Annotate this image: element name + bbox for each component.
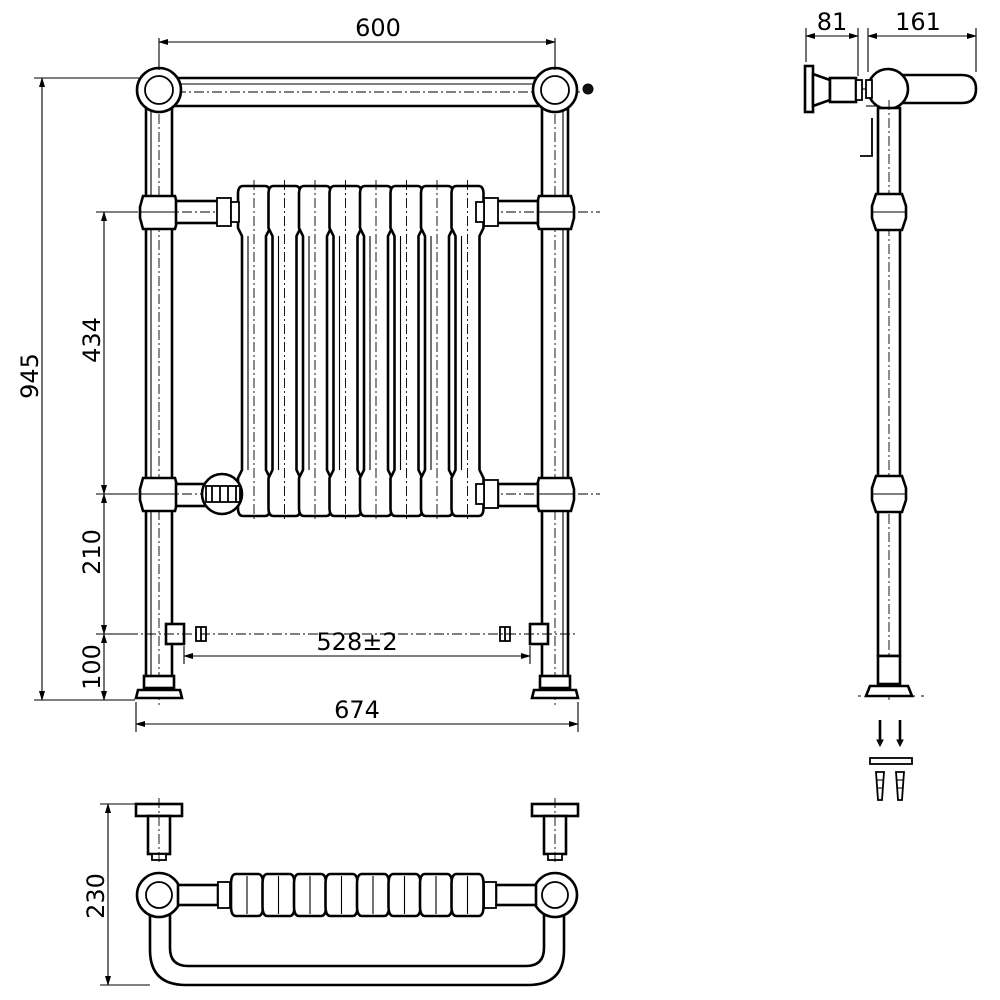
dimension-600: 600 <box>158 14 556 70</box>
side-hook-icon <box>860 105 876 157</box>
plan-wall-brackets <box>134 798 580 862</box>
dimension-81: 81 <box>805 8 859 76</box>
top-right-ball-joint <box>531 66 579 114</box>
air-vent-icon <box>582 83 594 95</box>
plan-ball-joints <box>135 871 579 919</box>
dimension-434: 434 <box>78 211 138 495</box>
plan-radiator-sections <box>229 872 485 918</box>
valve-icon <box>200 472 244 516</box>
side-foot <box>858 654 926 698</box>
dimension-label-100: 100 <box>78 644 106 690</box>
plan-view: 230 <box>82 798 580 987</box>
plan-loop-rail <box>148 904 566 987</box>
dimension-674: 674 <box>135 696 579 732</box>
wall-plugs-icon <box>875 771 905 801</box>
dimension-label-210: 210 <box>78 529 106 575</box>
dimension-label-81: 81 <box>817 8 848 36</box>
side-collars <box>870 192 908 514</box>
dimension-label-434: 434 <box>78 317 106 363</box>
dimension-label-600: 600 <box>355 14 401 42</box>
radiator-columns <box>216 180 499 520</box>
dimension-161: 161 <box>867 8 977 72</box>
left-upright <box>144 60 174 705</box>
side-elevation: 81 161 <box>803 8 978 801</box>
dimension-label-528: 528±2 <box>316 628 397 656</box>
fixing-screws-icon <box>869 720 913 765</box>
dimension-label-674: 674 <box>334 696 380 724</box>
dimension-label-945: 945 <box>16 353 44 399</box>
front-elevation: 600 945 434 210 100 <box>16 14 600 732</box>
dimension-945: 945 <box>16 77 140 701</box>
pipe-connectors <box>110 622 575 646</box>
side-wall-bracket <box>803 64 863 114</box>
dimension-528: 528±2 <box>183 628 531 664</box>
dimension-210: 210 <box>78 493 138 635</box>
floor-feet <box>134 674 580 700</box>
dimension-label-230: 230 <box>82 873 110 919</box>
dimension-100: 100 <box>78 633 107 701</box>
right-upright <box>540 60 570 705</box>
top-left-ball-joint <box>135 66 183 114</box>
plan-connecting-bar <box>176 881 538 909</box>
side-upright <box>876 100 902 700</box>
side-top-arm <box>862 67 978 111</box>
dimension-230: 230 <box>82 803 150 986</box>
top-rail <box>140 76 580 108</box>
dimension-label-161: 161 <box>895 8 941 36</box>
